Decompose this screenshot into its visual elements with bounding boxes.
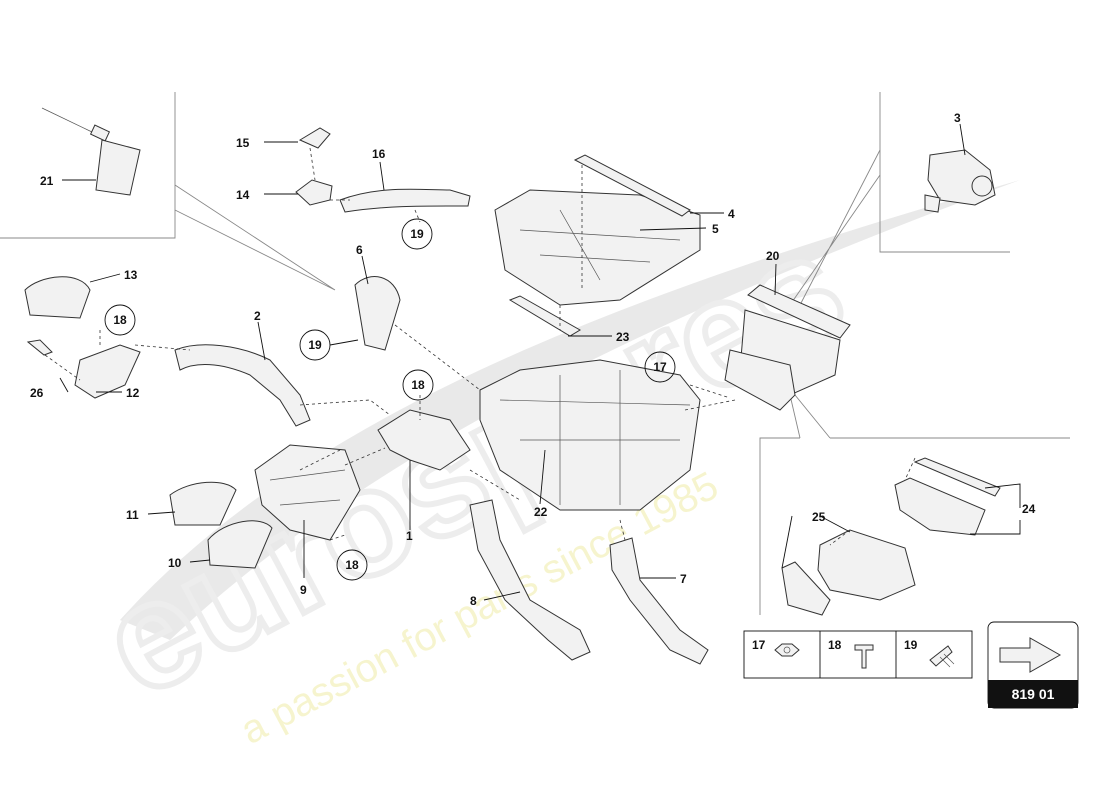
label-part-24: 24: [1022, 502, 1036, 516]
part-13-vent-cover: [24, 276, 91, 319]
part-23-filter-frame: [508, 295, 581, 337]
part-5-panel: [494, 189, 701, 306]
part-3-actuator: [924, 149, 996, 213]
svg-text:18: 18: [411, 378, 425, 392]
legend-item-17: 17: [752, 638, 800, 657]
dashed-connectors: [44, 147, 916, 546]
part-21-sensor: [41, 107, 141, 196]
label-part-2: 2: [254, 309, 261, 323]
inset-divider-left: [174, 184, 336, 291]
watermark-brand: eurospares: [76, 200, 869, 728]
label-part-10: 10: [168, 556, 182, 570]
label-part-20: 20: [766, 249, 780, 263]
callout-18-center: 18: [402, 369, 434, 401]
circled-callouts: 19 18 19 18 18 17: [104, 218, 676, 581]
leader-lines: [59, 123, 1021, 601]
part-12-vent: [74, 344, 141, 399]
inset-pointer-24: [789, 394, 831, 439]
legend-item-18: 18: [828, 638, 874, 669]
part-15-clip: [298, 127, 331, 149]
label-part-6: 6: [356, 243, 363, 257]
watermark-swoosh: [120, 180, 1020, 640]
arrow-icon: [999, 637, 1062, 673]
label-part-26: 26: [30, 386, 44, 400]
screw-icon: [854, 644, 874, 669]
part-1-duct: [377, 409, 471, 471]
part-24-filter-housing: [894, 457, 1001, 536]
label-part-5: 5: [712, 222, 719, 236]
label-part-1: 1: [406, 529, 413, 543]
label-part-9: 9: [300, 583, 307, 597]
label-part-16: 16: [372, 147, 386, 161]
svg-text:19: 19: [308, 338, 322, 352]
part-4-gasket: [573, 154, 691, 217]
svg-text:18: 18: [345, 558, 359, 572]
part-26-clip: [26, 339, 53, 356]
svg-text:19: 19: [410, 227, 424, 241]
clip-icon: [929, 645, 953, 667]
part-11-vent: [169, 481, 237, 526]
part-16-duct: [339, 188, 471, 213]
inset-frame-21: [0, 92, 176, 239]
label-part-3: 3: [954, 111, 961, 125]
callout-17: 17: [644, 351, 676, 383]
svg-text:17: 17: [653, 360, 667, 374]
callout-18-bottom: 18: [336, 549, 368, 581]
hex-nut-icon: [774, 643, 800, 657]
label-part-25: 25: [812, 510, 826, 524]
inset-frame-3: [879, 92, 1010, 253]
label-part-23: 23: [616, 330, 630, 344]
callout-19-top: 19: [401, 218, 433, 250]
label-part-7: 7: [680, 572, 687, 586]
inset-pointer-3: [789, 149, 881, 306]
label-part-12: 12: [126, 386, 140, 400]
part-6-duct: [354, 276, 401, 351]
svg-text:17: 17: [752, 638, 766, 652]
part-22-hvac-unit: [479, 359, 701, 511]
label-part-8: 8: [470, 594, 477, 608]
part-2-duct: [174, 344, 311, 427]
hardware-legend: 17 18 19: [743, 630, 973, 679]
callout-19-mid: 19: [299, 329, 359, 361]
legend-item-19: 19: [904, 638, 955, 668]
part-10-vent: [207, 520, 273, 569]
reference-badge: 819 01: [987, 621, 1079, 709]
part-9-duct-assembly: [254, 444, 361, 541]
part-7-duct: [609, 537, 709, 665]
part-25-filter-box: [781, 529, 916, 616]
inset-frame-24: [759, 437, 1070, 615]
label-part-22: 22: [534, 505, 548, 519]
label-part-11: 11: [126, 508, 139, 522]
part-labels: 1 2 3 4 5 6 7 8 9 10 11 12 13 14 15 16 2…: [30, 111, 1036, 608]
svg-text:19: 19: [904, 638, 918, 652]
label-part-13: 13: [124, 268, 138, 282]
svg-text:18: 18: [828, 638, 842, 652]
reference-code: 819 01: [1012, 686, 1055, 702]
part-8-duct: [469, 499, 591, 661]
svg-text:18: 18: [113, 313, 127, 327]
reference-code-bar: [988, 680, 1078, 708]
label-part-21: 21: [40, 174, 54, 188]
inset-frames: [0, 92, 1070, 615]
part-17-bracket: [724, 349, 796, 411]
label-part-15: 15: [236, 136, 250, 150]
part-14-bracket: [295, 179, 333, 206]
label-part-4: 4: [728, 207, 735, 221]
callout-18-left: 18: [104, 304, 136, 336]
label-part-14: 14: [236, 188, 250, 202]
